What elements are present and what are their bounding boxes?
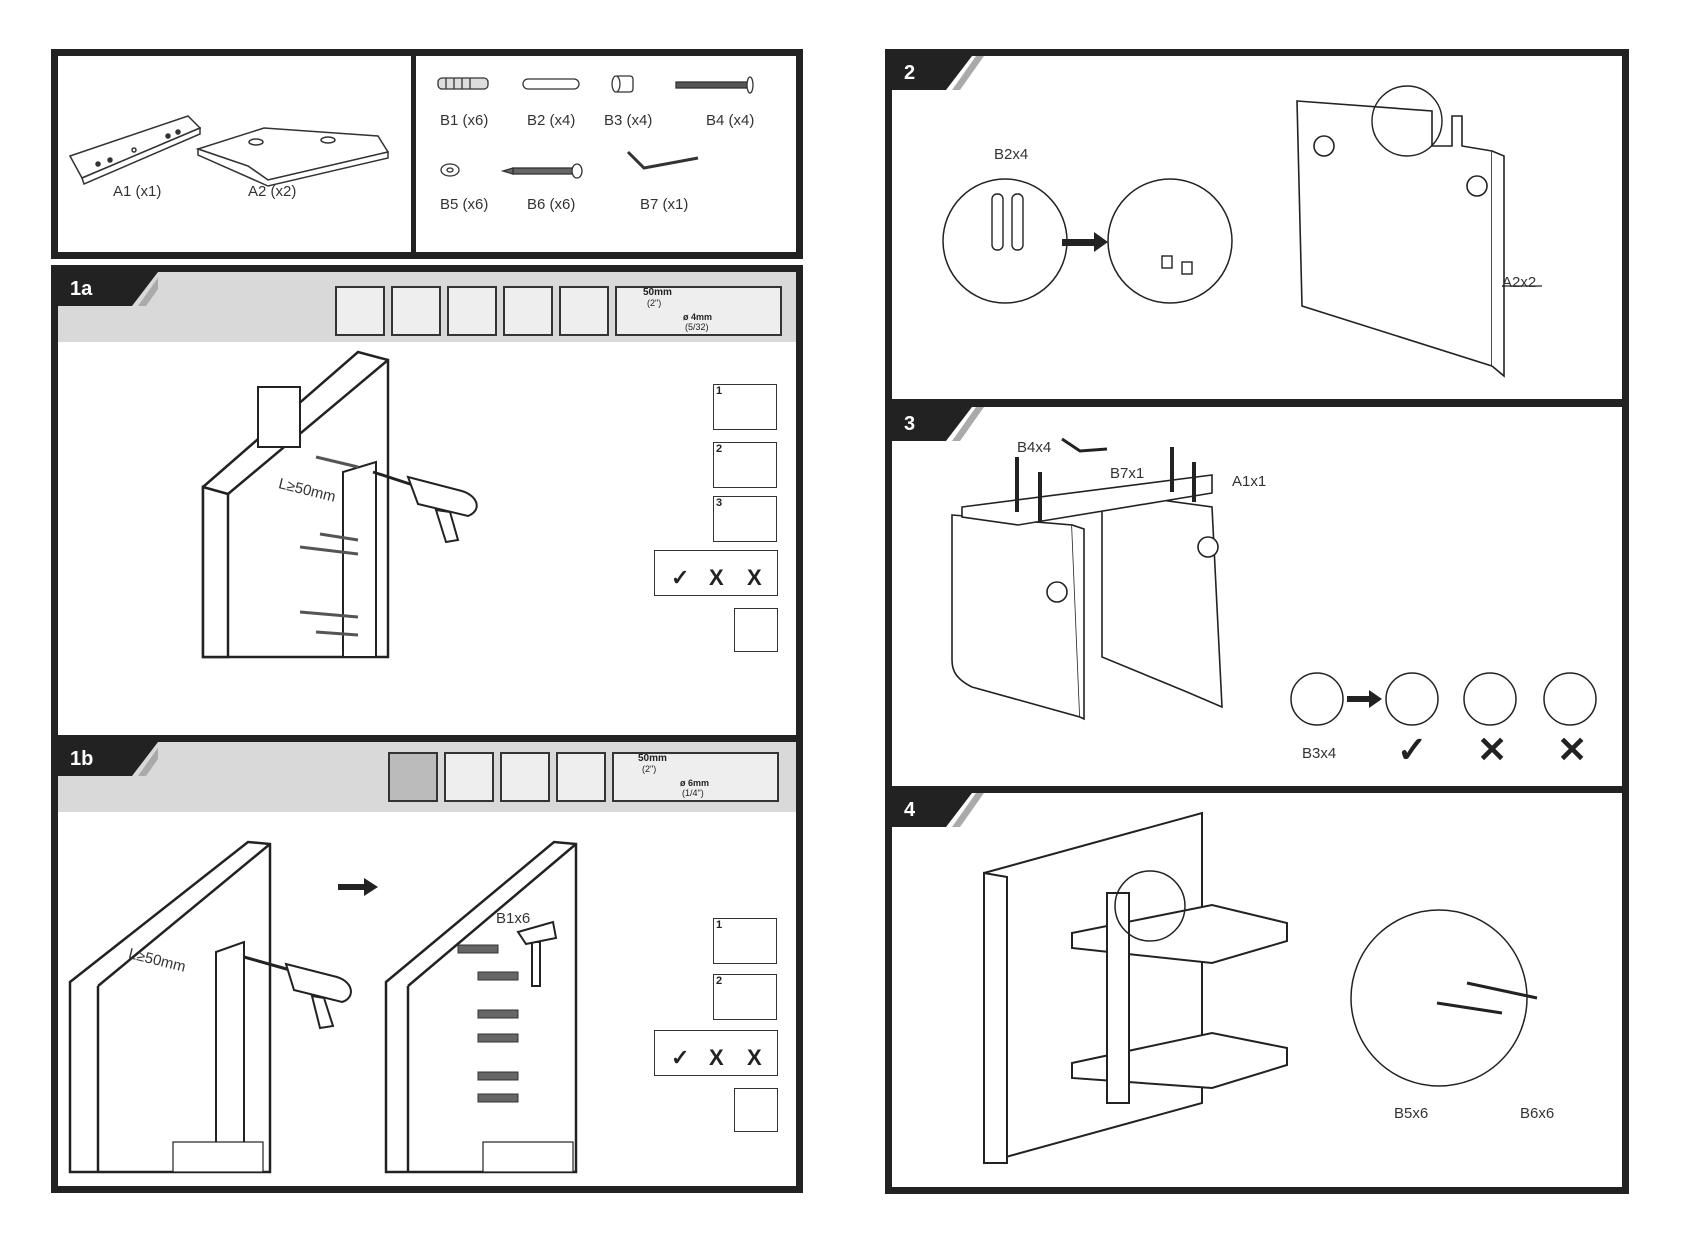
parts-art xyxy=(68,75,754,187)
drill-icon xyxy=(559,286,609,336)
step-1b-anchor-label: B1x6 xyxy=(496,910,531,927)
part-b6-label: B6 (x6) xyxy=(527,196,576,213)
check-ok: ✓ xyxy=(671,1045,690,1070)
drill-bit-sub: (5/32) xyxy=(685,322,709,332)
stud-finder-icon xyxy=(391,286,441,336)
drill-depth-label: 50mm xyxy=(643,287,672,298)
drill-depth-label: 50mm xyxy=(638,753,667,764)
step-1b-number: 1b xyxy=(70,748,94,770)
part-b1-icon xyxy=(437,77,489,90)
part-b3-label: B3 (x4) xyxy=(604,112,653,129)
part-b1-label: B1 (x6) xyxy=(440,112,489,129)
step-1b-check-row: ✓ X X xyxy=(654,1030,778,1076)
part-b6-icon xyxy=(500,163,583,179)
drill-bit-sub: (1/4") xyxy=(682,788,704,798)
masonry-wall-icon xyxy=(388,752,438,802)
step-1b-art xyxy=(68,840,578,1174)
pencil-icon xyxy=(503,286,553,336)
step-3-tab: 3 xyxy=(892,407,992,441)
wood-stud-icon xyxy=(335,286,385,336)
step-1b-drill-mini xyxy=(734,1088,778,1132)
step-3-check-x-1: ✕ xyxy=(1477,729,1508,770)
step-4-number: 4 xyxy=(904,799,916,821)
step-3-cam-label: B3x4 xyxy=(1302,745,1337,762)
next-arrow-icon xyxy=(338,878,378,896)
step-2-number: 2 xyxy=(904,62,916,84)
drill-icon xyxy=(556,752,606,802)
step-2-dowel-label: B2x4 xyxy=(994,146,1029,163)
hammer-icon xyxy=(516,920,558,987)
step-1b-substep-2: 2 xyxy=(713,974,777,1020)
step-2-panel-label: A2x2 xyxy=(1502,274,1537,291)
part-b7-icon xyxy=(626,150,699,170)
level-icon xyxy=(444,752,494,802)
brick-pattern xyxy=(172,1141,574,1173)
step-1a-substep-2: 2 xyxy=(713,442,777,488)
step-3-check-ok: ✓ xyxy=(1397,729,1428,770)
step-2-art xyxy=(942,85,1542,378)
drill-depth-icon: 50mm (2") ø 6mm (1/4") xyxy=(612,752,779,802)
step-3-panel: 3 B4x4 B7x1 A1x1 B3x4 ✓ ✕ ✕ xyxy=(885,400,1629,793)
step-1b-substep-1: 1 xyxy=(713,918,777,964)
mounting-plate-art xyxy=(342,460,377,658)
wood-stud-art xyxy=(257,386,301,448)
parts-panel: A1 (x1) A2 (x2) B1 (x6) B2 (x4) B3 (x4) … xyxy=(51,49,803,259)
next-arrow-icon xyxy=(1062,232,1108,252)
part-b5-icon xyxy=(440,163,460,177)
step-2-tab: 2 xyxy=(892,56,992,90)
drill-art xyxy=(243,955,352,1030)
panel-a2-art xyxy=(1296,100,1505,378)
step-1a-panel: 1a 50mm (2") ø 4mm (5/32) L≥50mm xyxy=(51,265,803,742)
next-arrow-icon xyxy=(1347,690,1382,708)
part-b4-icon xyxy=(675,76,754,94)
pencil-icon xyxy=(500,752,550,802)
check-ok: ✓ xyxy=(671,565,690,590)
part-b5-label: B5 (x6) xyxy=(440,196,489,213)
step-4-screw-label: B6x6 xyxy=(1520,1105,1555,1122)
step-3-plate-label: A1x1 xyxy=(1232,473,1267,490)
level-icon xyxy=(447,286,497,336)
parts-divider xyxy=(411,56,416,252)
part-b2-label: B2 (x4) xyxy=(527,112,576,129)
step-1a-substep-1: 1 xyxy=(713,384,777,430)
step-1a-tab: 1a xyxy=(58,272,170,306)
step-3-art xyxy=(951,437,1597,726)
step-4-art xyxy=(983,811,1538,1165)
hex-key-art xyxy=(1061,437,1108,453)
step-1a-number: 1a xyxy=(70,278,93,300)
part-a1-label: A1 (x1) xyxy=(113,183,162,200)
step-3-key-label: B7x1 xyxy=(1110,465,1145,482)
step-1a-art xyxy=(201,350,478,659)
check-x-1: X xyxy=(709,565,724,590)
part-b2-icon xyxy=(522,78,580,90)
part-b4-label: B4 (x4) xyxy=(706,112,755,129)
drill-art xyxy=(372,470,478,544)
step-4-washer-label: B5x6 xyxy=(1394,1105,1429,1122)
part-a2-icon xyxy=(195,127,390,187)
step-1a-substep-3: 3 xyxy=(713,496,777,542)
check-x-2: X xyxy=(747,1045,762,1070)
part-b7-label: B7 (x1) xyxy=(640,196,689,213)
drill-depth-icon: 50mm (2") ø 4mm (5/32) xyxy=(615,286,782,336)
step-1b-panel: 1b 50mm (2") ø 6mm (1/4") xyxy=(51,735,803,1193)
step-2-panel: 2 B2x4 A2x2 xyxy=(885,49,1629,406)
step-1a-check-row: ✓ X X xyxy=(654,550,778,596)
drill-depth-sub: (2") xyxy=(647,298,662,308)
drill-depth-sub: (2") xyxy=(642,764,657,774)
step-1a-drill-mini xyxy=(734,608,778,652)
step-3-screw-label: B4x4 xyxy=(1017,439,1052,456)
part-a2-label: A2 (x2) xyxy=(248,183,297,200)
part-a1-icon xyxy=(68,115,202,186)
step-3-check-x-2: ✕ xyxy=(1557,729,1588,770)
step-4-tab: 4 xyxy=(892,793,992,827)
check-x-2: X xyxy=(747,565,762,590)
part-b3-icon xyxy=(611,75,634,93)
check-x-1: X xyxy=(709,1045,724,1070)
step-3-number: 3 xyxy=(904,413,916,435)
drill-bit-label: ø 4mm xyxy=(683,312,713,322)
drill-bit-label: ø 6mm xyxy=(680,778,710,788)
step-4-panel: 4 B5x6 B6x6 xyxy=(885,786,1629,1194)
